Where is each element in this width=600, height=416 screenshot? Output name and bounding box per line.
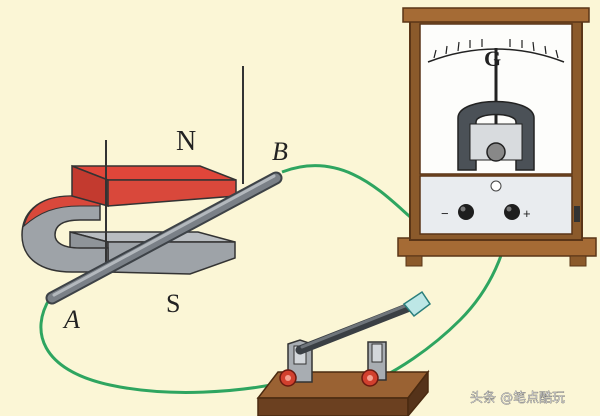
rod-label-b: B xyxy=(272,137,288,166)
magnet-bend xyxy=(21,195,109,273)
rod-label-a: A xyxy=(62,305,80,334)
horseshoe-magnet-icon xyxy=(21,164,237,275)
galvanometer-icon: G − + xyxy=(397,7,597,267)
terminal-plus-label: + xyxy=(523,206,531,221)
knife-switch-icon xyxy=(256,290,432,416)
magnet-top-arm-face xyxy=(107,179,237,207)
switch-handle xyxy=(402,290,432,318)
pole-label-south: S xyxy=(166,289,180,318)
switch-terminal-right xyxy=(361,369,379,387)
galvanometer-letter: G xyxy=(484,46,501,71)
galvanometer-ticks xyxy=(433,39,559,59)
watermark-text: 头条 @笔点酷玩 xyxy=(470,390,565,406)
switch-terminal-left xyxy=(279,369,297,387)
terminal-plus xyxy=(504,204,520,220)
pole-label-north: N xyxy=(176,126,196,157)
switch-blade xyxy=(295,301,417,355)
switch-base-front xyxy=(257,397,409,416)
terminal-minus xyxy=(458,204,474,220)
terminal-minus-label: − xyxy=(441,206,449,221)
magnet-bend-red xyxy=(23,195,101,228)
conductor-rod xyxy=(45,171,283,305)
wire-a-to-switch xyxy=(39,297,287,394)
